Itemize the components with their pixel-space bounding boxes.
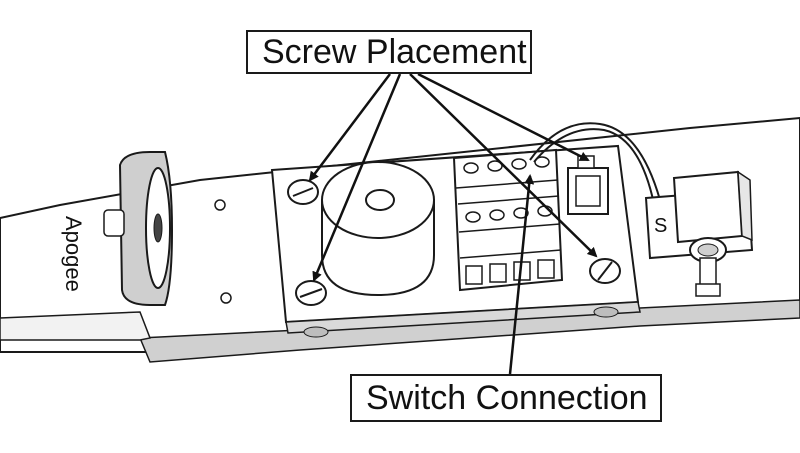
switch-connection-arrow (508, 174, 535, 375)
rail-hole (220, 292, 232, 304)
logo-text: Apogee (61, 216, 86, 292)
rail-hole (214, 199, 226, 211)
switch-connection-callout: Switch Connection (350, 374, 662, 422)
mounting-ring (103, 151, 174, 306)
piezo-buzzer (321, 161, 435, 297)
screw-bottom-left (295, 280, 327, 306)
screw-placement-callout: Screw Placement (246, 30, 532, 74)
panel-marking-text: S (654, 215, 667, 237)
apogee-logo: Apogee (61, 216, 86, 292)
screw-top-left (287, 179, 319, 205)
switch-panel: S (644, 170, 754, 297)
terminal-block (452, 148, 564, 292)
screw-bottom-right (589, 258, 621, 284)
screw-placement-arrows (308, 72, 598, 282)
